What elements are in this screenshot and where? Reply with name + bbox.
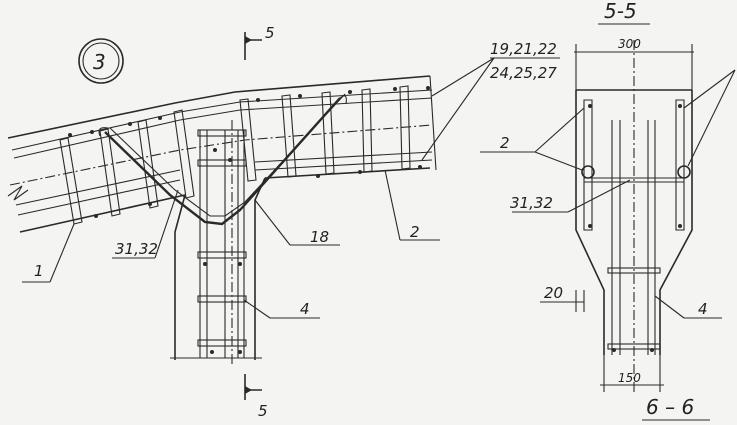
section-title: 5-5: [604, 0, 637, 23]
bar-dots: [68, 86, 430, 218]
label-bars-31-32: 31,32: [115, 240, 158, 258]
label-bar-4: 4: [300, 300, 310, 318]
stirrups-horizontal: [239, 85, 411, 182]
section-cut-top-label: 5: [265, 24, 275, 42]
section-label-2: 2: [480, 69, 736, 171]
dim-150-text: 150: [618, 371, 641, 385]
label-bar-18: 18: [310, 228, 329, 246]
column-outline: [170, 120, 266, 365]
dim-20-text: 20: [544, 284, 563, 302]
detail-number: 3: [93, 50, 106, 74]
dim-300: 300: [574, 37, 694, 90]
next-section-text: 6 – 6: [646, 395, 694, 419]
label-bars-group-1: 19,21,22: [490, 40, 557, 58]
section-label-31-32: 31,32: [510, 179, 631, 213]
section-label-4: 4: [654, 295, 722, 319]
dim-300-text: 300: [618, 37, 641, 51]
section-label-4-text: 4: [698, 300, 708, 318]
section-outline: [575, 40, 693, 392]
next-section-label: 6 – 6: [642, 395, 710, 421]
left-view-labels: 19,21,22 24,25,27 1 31,32 18 2 4: [22, 40, 560, 319]
detail-number-marker: 3: [78, 38, 124, 84]
stirrups-inclined: [59, 109, 195, 225]
label-bar-1: 1: [34, 262, 44, 280]
section-cut-top: 5: [244, 24, 275, 60]
bent-bar-18: [98, 93, 347, 226]
section-cut-bottom: 5: [244, 374, 268, 420]
dim-20: 20: [540, 284, 585, 312]
section-cut-bottom-label: 5: [258, 402, 268, 420]
dim-150: 150: [600, 355, 664, 392]
node-elevation-view: 3 5 5: [7, 24, 560, 420]
section-5-5-view: 5-5 300: [480, 0, 736, 421]
section-label-31-32-text: 31,32: [510, 194, 553, 212]
section-label-2-text: 2: [500, 134, 510, 152]
label-bar-2: 2: [410, 223, 420, 241]
label-bars-group-2: 24,25,27: [490, 64, 557, 82]
